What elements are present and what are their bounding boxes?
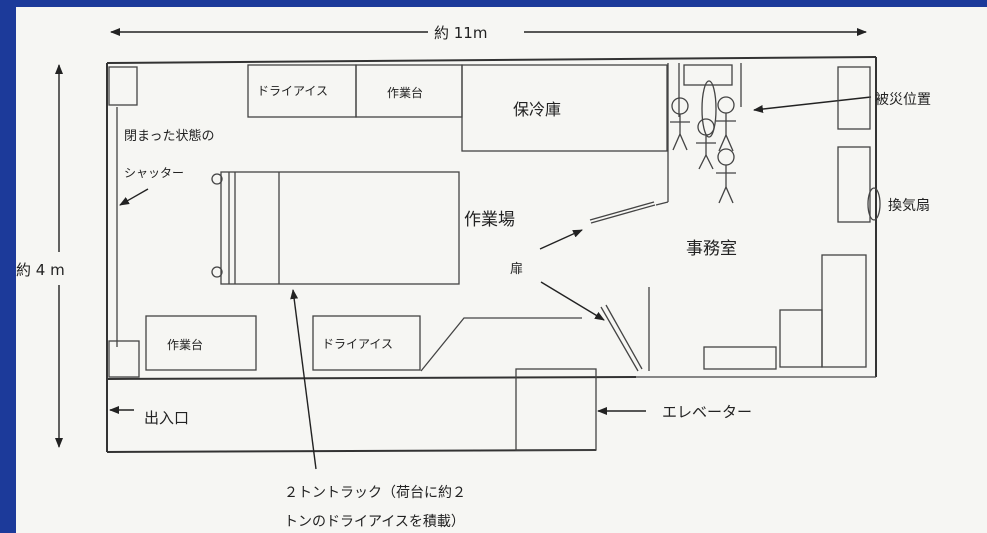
height-dim-label: 約 4 m: [16, 261, 65, 279]
vent-fan: 換気扇: [867, 187, 930, 221]
workbench-top: 作業台: [355, 64, 463, 118]
diagram-frame: 約 11m 約 4 m ドライアイス 作業台 保冷庫: [16, 7, 987, 533]
dry-ice-top: ドライアイス: [247, 64, 357, 118]
office-label: 事務室: [686, 239, 737, 259]
office-furniture: [703, 66, 871, 370]
corner-block-bottom-left: [108, 340, 140, 378]
workbench-bottom: 作業台: [145, 315, 257, 371]
corner-block-top-left: [108, 66, 138, 106]
ramp-outline: [420, 317, 582, 372]
svg-text:換気扇: 換気扇: [888, 198, 930, 214]
victim-position-callout: 被災位置: [753, 92, 931, 113]
victim-figures: [670, 80, 736, 204]
dry-ice-bottom: ドライアイス: [312, 315, 421, 371]
svg-text:出入口: 出入口: [144, 409, 189, 427]
office-partition: [648, 63, 742, 371]
height-dimension: 約 4 m: [16, 64, 65, 448]
svg-text:ドライアイス: ドライアイス: [322, 337, 393, 351]
truck: [211, 171, 460, 285]
cold-storage: 保冷庫: [461, 64, 668, 152]
svg-text:シャッター: シャッター: [124, 166, 184, 180]
svg-text:扉: 扉: [510, 261, 523, 277]
svg-text:２トントラック（荷台に約２: ２トントラック（荷台に約２: [284, 485, 466, 501]
svg-text:作業台: 作業台: [167, 337, 203, 352]
door-assembly: 扉: [510, 201, 656, 372]
svg-text:被災位置: 被災位置: [875, 92, 931, 108]
svg-text:作業場: 作業場: [464, 210, 515, 230]
outer-walls: [106, 56, 877, 453]
svg-text:ドライアイス: ドライアイス: [257, 84, 328, 98]
workshop-label: 作業場: [464, 210, 515, 230]
width-dim-label: 約 11m: [434, 24, 487, 42]
elevator: エレベーター: [515, 368, 752, 451]
width-dimension: 約 11m: [110, 24, 867, 42]
floor-plan: 約 11m 約 4 m ドライアイス 作業台 保冷庫: [16, 24, 931, 530]
entrance: 出入口: [109, 406, 189, 427]
shutter-callout: 閉まった状態の シャッター: [119, 128, 214, 206]
svg-text:トンのドライアイスを積載）: トンのドライアイスを積載）: [284, 514, 465, 530]
svg-text:エレベーター: エレベーター: [662, 403, 752, 421]
truck-callout: ２トントラック（荷台に約２ トンのドライアイスを積載）: [284, 289, 466, 530]
svg-text:事務室: 事務室: [686, 239, 737, 259]
svg-text:閉まった状態の: 閉まった状態の: [124, 128, 214, 144]
svg-text:作業台: 作業台: [387, 85, 423, 100]
svg-text:保冷庫: 保冷庫: [513, 100, 561, 119]
